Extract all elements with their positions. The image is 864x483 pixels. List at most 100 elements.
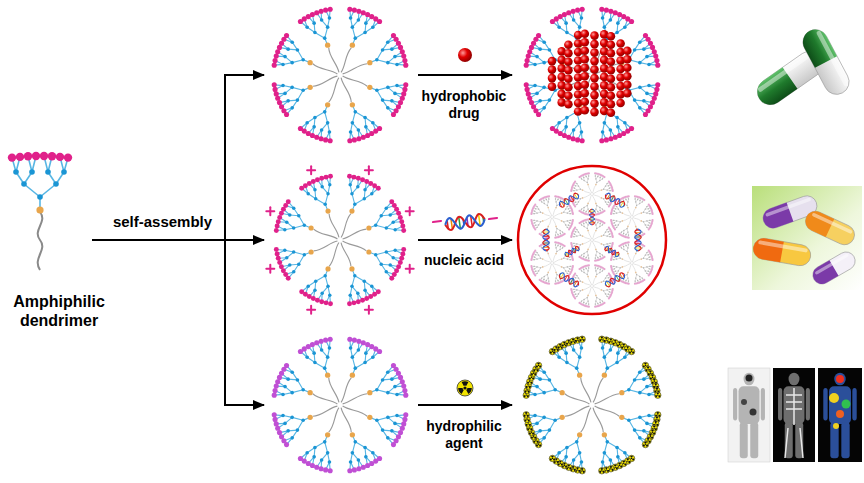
branch-node [602,254,603,255]
branch-node [305,25,309,29]
drug-molecule [581,64,590,73]
branch-line [567,267,569,269]
branch-line [627,251,629,253]
bracket-line [92,239,226,241]
branch-line [647,259,650,261]
branch-node [288,263,291,266]
branch-node [328,130,332,134]
drug-molecule [548,65,557,74]
branch-node [353,203,356,206]
branch-line [635,275,637,278]
terminal-group [323,8,328,13]
arrow [224,74,264,76]
nucleic-acid-icon [433,213,497,230]
drug-molecule [564,49,573,58]
branch-node [356,291,359,294]
branch-line [607,290,609,292]
branch-node [638,40,642,44]
dna-strand [444,213,485,230]
branch-node [370,285,373,288]
terminal-group [594,260,596,262]
drug-molecule [616,99,625,108]
lipid-tail [583,286,591,289]
branch-node [45,169,51,175]
branch-node [292,250,295,253]
branch-node [290,370,294,374]
branch-node [568,271,569,272]
branch-node [588,303,589,304]
branch-node [386,61,390,65]
terminal-group [276,219,281,224]
lipid-tail [343,406,368,416]
branch-node [290,61,294,65]
terminal-group [400,224,405,229]
branch-line [564,268,566,271]
terminal-group [400,49,405,54]
terminal-group [284,363,289,368]
branch-node [385,270,388,273]
branch-node [283,92,287,96]
branch-line [596,255,598,257]
branch-node [390,47,394,51]
drug-molecule [623,72,632,81]
branch-node [587,301,588,302]
branch-line [620,258,622,260]
branch-node [603,290,604,291]
plus-sign [269,265,271,273]
branch-node [567,266,568,267]
branch-line [588,268,590,271]
terminal-group [580,138,585,143]
branch-node [313,31,317,35]
branch-node [386,416,390,420]
terminal-group [400,379,405,384]
branch-node [625,245,626,246]
terminal-group [612,236,614,238]
terminal-group [608,136,613,141]
branch-node [371,451,375,455]
branch-node [607,235,608,236]
branch-line [575,290,577,292]
branch-line [600,225,602,227]
branch-node [583,302,584,303]
branch-node [320,185,323,188]
terminal-group [652,259,654,261]
lipid-tail [343,76,368,86]
terminal-group [389,276,394,281]
branch-line [604,235,607,237]
terminal-group [402,58,407,63]
branch-node [574,234,575,235]
branch-node [616,258,617,259]
terminal-group [599,7,604,12]
branch-node [628,244,629,245]
branch-line [627,248,629,251]
branch-node [609,291,610,292]
branch-line [641,258,643,260]
branch-node [363,31,367,35]
branch-node [305,355,309,359]
lipid-tail [313,406,338,416]
drug-molecule [590,48,599,57]
branch-node [581,254,582,255]
branch-node [391,256,394,259]
branch-line [604,232,606,235]
terminal-group [273,87,278,92]
branch-node [595,270,596,271]
terminal-group [347,174,352,179]
terminal-group [351,175,356,180]
terminal-group [347,468,352,473]
branch-node [607,243,608,244]
branch-line [587,271,589,274]
branch-node [605,231,606,232]
linker-dot [627,253,629,255]
branch-node [353,274,356,277]
linker-dot [366,249,371,254]
branch-line [577,243,580,245]
terminal-group [599,138,604,143]
terminal-group [524,63,529,68]
drug-molecule [581,72,590,81]
branch-node [646,266,647,267]
branch-node [595,255,596,256]
lipid-tail [553,263,561,266]
terminal-group [356,466,361,471]
terminal-group [347,301,352,306]
